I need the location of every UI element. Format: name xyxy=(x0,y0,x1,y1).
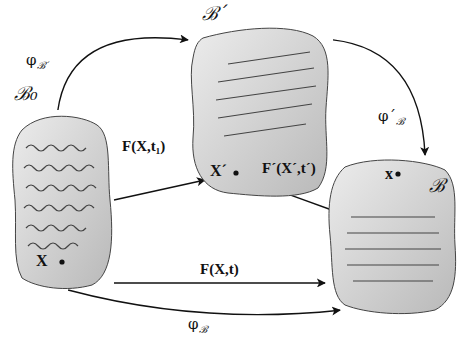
deformation-arrow xyxy=(114,180,205,200)
body-label: ℬ₀ xyxy=(14,83,38,105)
mapping-label: φ´ℬ xyxy=(376,108,406,128)
body-label: ℬ´ xyxy=(202,3,228,25)
mapping-arrow xyxy=(58,38,188,110)
mapping-arrow xyxy=(333,40,425,155)
gradient-label: F(X,t₁) xyxy=(120,138,167,155)
body-label: ℬ xyxy=(429,175,445,197)
gradient-label: F(X,t) xyxy=(198,261,241,278)
point-label: X´ xyxy=(210,162,227,180)
mapping-label: φℬ´ xyxy=(24,52,52,72)
body-configuration: ℬx xyxy=(325,155,457,315)
deformation-arrow xyxy=(114,282,325,283)
mapping-arrow xyxy=(68,290,340,315)
body-outline xyxy=(12,110,114,290)
point-label: x xyxy=(385,165,393,183)
point-label: X xyxy=(36,252,48,270)
mapping-label: φℬ xyxy=(186,316,209,336)
gradient-label: F´(X´,t´) xyxy=(260,160,318,177)
body-configuration: ℬ₀X xyxy=(12,110,114,290)
